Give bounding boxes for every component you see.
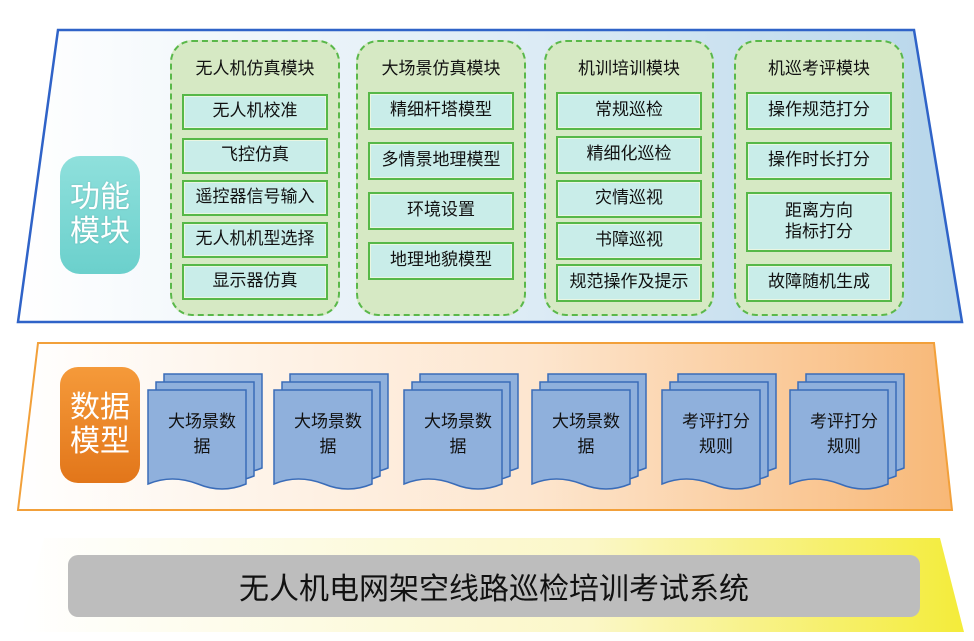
module-title: 大场景仿真模块 <box>381 59 501 79</box>
module-item: 无人机机型选择 <box>182 222 328 258</box>
module-item: 故障随机生成 <box>746 264 892 302</box>
module-large-scene-simulation: 大场景仿真模块 精细杆塔模型 多情景地理模型 环境设置 地理地貌模型 <box>356 40 526 316</box>
module-assessment: 机巡考评模块 操作规范打分 操作时长打分 距离方向 指标打分 故障随机生成 <box>734 40 904 316</box>
module-item: 多情景地理模型 <box>368 142 514 180</box>
module-item: 常规巡检 <box>556 92 702 130</box>
module-item: 遥控器信号输入 <box>182 180 328 216</box>
data-document: 考评打分 规则 <box>788 372 906 494</box>
document-label: 考评打分 规则 <box>810 412 878 457</box>
data-layer-label: 数据 模型 <box>60 367 140 483</box>
module-item: 环境设置 <box>368 192 514 230</box>
document-label: 大场景数 据 <box>168 412 236 457</box>
document-label: 大场景数 据 <box>294 412 362 457</box>
data-document: 大场景数 据 <box>402 372 520 494</box>
system-title: 无人机电网架空线路巡检培训考试系统 <box>239 572 749 607</box>
document-label: 大场景数 据 <box>424 412 492 457</box>
module-training: 机训培训模块 常规巡检 精细化巡检 灾情巡视 书障巡视 规范操作及提示 <box>544 40 714 316</box>
document-label: 考评打分 规则 <box>682 412 750 457</box>
document-label: 大场景数 据 <box>552 412 620 457</box>
data-document: 大场景数 据 <box>272 372 390 494</box>
module-item: 距离方向 指标打分 <box>746 192 892 252</box>
module-item: 书障巡视 <box>556 222 702 260</box>
module-item: 显示器仿真 <box>182 264 328 300</box>
function-layer-label: 功能 模块 <box>60 156 140 274</box>
module-item: 地理地貌模型 <box>368 242 514 280</box>
module-title: 机巡考评模块 <box>768 59 870 79</box>
document-stack-icon <box>147 373 263 490</box>
module-title: 无人机仿真模块 <box>195 59 315 79</box>
system-title-bar: 无人机电网架空线路巡检培训考试系统 <box>68 555 920 617</box>
document-stack-icon <box>661 373 777 490</box>
module-item: 操作时长打分 <box>746 142 892 180</box>
data-document: 大场景数 据 <box>530 372 648 494</box>
document-stack-icon <box>531 373 647 490</box>
document-stack-icon <box>403 373 519 490</box>
data-document: 大场景数 据 <box>146 372 264 494</box>
module-item: 规范操作及提示 <box>556 264 702 302</box>
module-item: 灾情巡视 <box>556 180 702 218</box>
module-uav-simulation: 无人机仿真模块 无人机校准 飞控仿真 遥控器信号输入 无人机机型选择 显示器仿真 <box>170 40 340 316</box>
module-title: 机训培训模块 <box>578 59 680 79</box>
module-item: 操作规范打分 <box>746 92 892 130</box>
module-item: 精细化巡检 <box>556 136 702 174</box>
module-item: 精细杆塔模型 <box>368 92 514 130</box>
module-item: 无人机校准 <box>182 94 328 130</box>
data-document: 考评打分 规则 <box>660 372 778 494</box>
document-stack-icon <box>273 373 389 490</box>
module-item: 飞控仿真 <box>182 138 328 174</box>
document-stack-icon <box>789 373 905 490</box>
